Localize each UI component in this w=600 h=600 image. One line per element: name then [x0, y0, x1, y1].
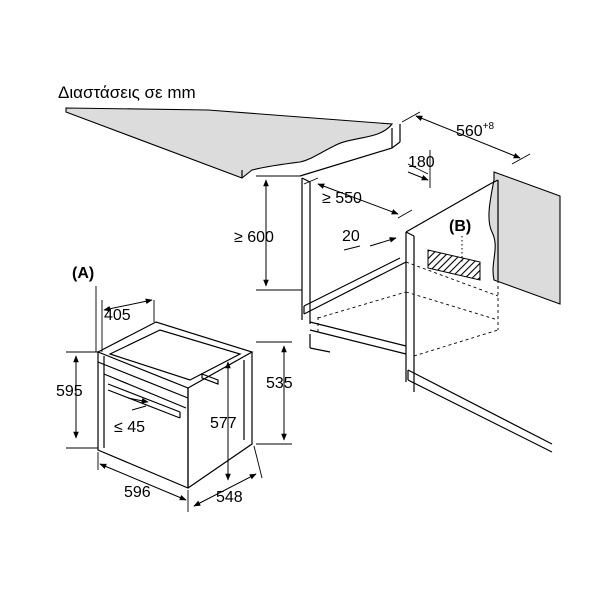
right-worktop [488, 171, 561, 305]
dim-oven-top-depth [101, 298, 155, 352]
dim-oven-depth [193, 445, 263, 507]
dim-label-550: ≥ 550 [322, 190, 362, 207]
left-worktop [65, 107, 394, 179]
dim-label-600: ≥ 600 [234, 229, 274, 246]
dim-handle-depth [127, 397, 149, 411]
dim-niche-height [256, 175, 302, 291]
dim-oven-side-height [256, 341, 292, 445]
dim-label-20: 20 [342, 228, 360, 245]
dim-label-596: 596 [124, 484, 151, 501]
label-a: (A) [72, 265, 94, 282]
dim-label-405: 405 [104, 307, 131, 324]
dim-label-560: 560+8 [456, 121, 495, 140]
dim-label-45: ≤ 45 [114, 419, 145, 436]
label-b: (B) [449, 218, 471, 235]
dim-label-548: 548 [216, 489, 243, 506]
dim-worktop-depth [401, 111, 531, 165]
dim-rear-gap [343, 237, 397, 251]
dim-oven-width [97, 452, 189, 512]
oven-appliance [97, 321, 254, 489]
dim-oven-height [66, 351, 98, 449]
dim-label-180: 180 [408, 154, 435, 171]
ventilation-grille [427, 236, 481, 281]
dim-label-577: 577 [210, 415, 237, 432]
dim-niche-depth [303, 177, 413, 219]
dim-label-535: 535 [266, 375, 293, 392]
dim-label-595: 595 [56, 383, 83, 400]
installation-cabinet [299, 124, 553, 453]
units-title: Διαστάσεις σε mm [58, 83, 196, 102]
dim-vent-gap [407, 150, 431, 188]
